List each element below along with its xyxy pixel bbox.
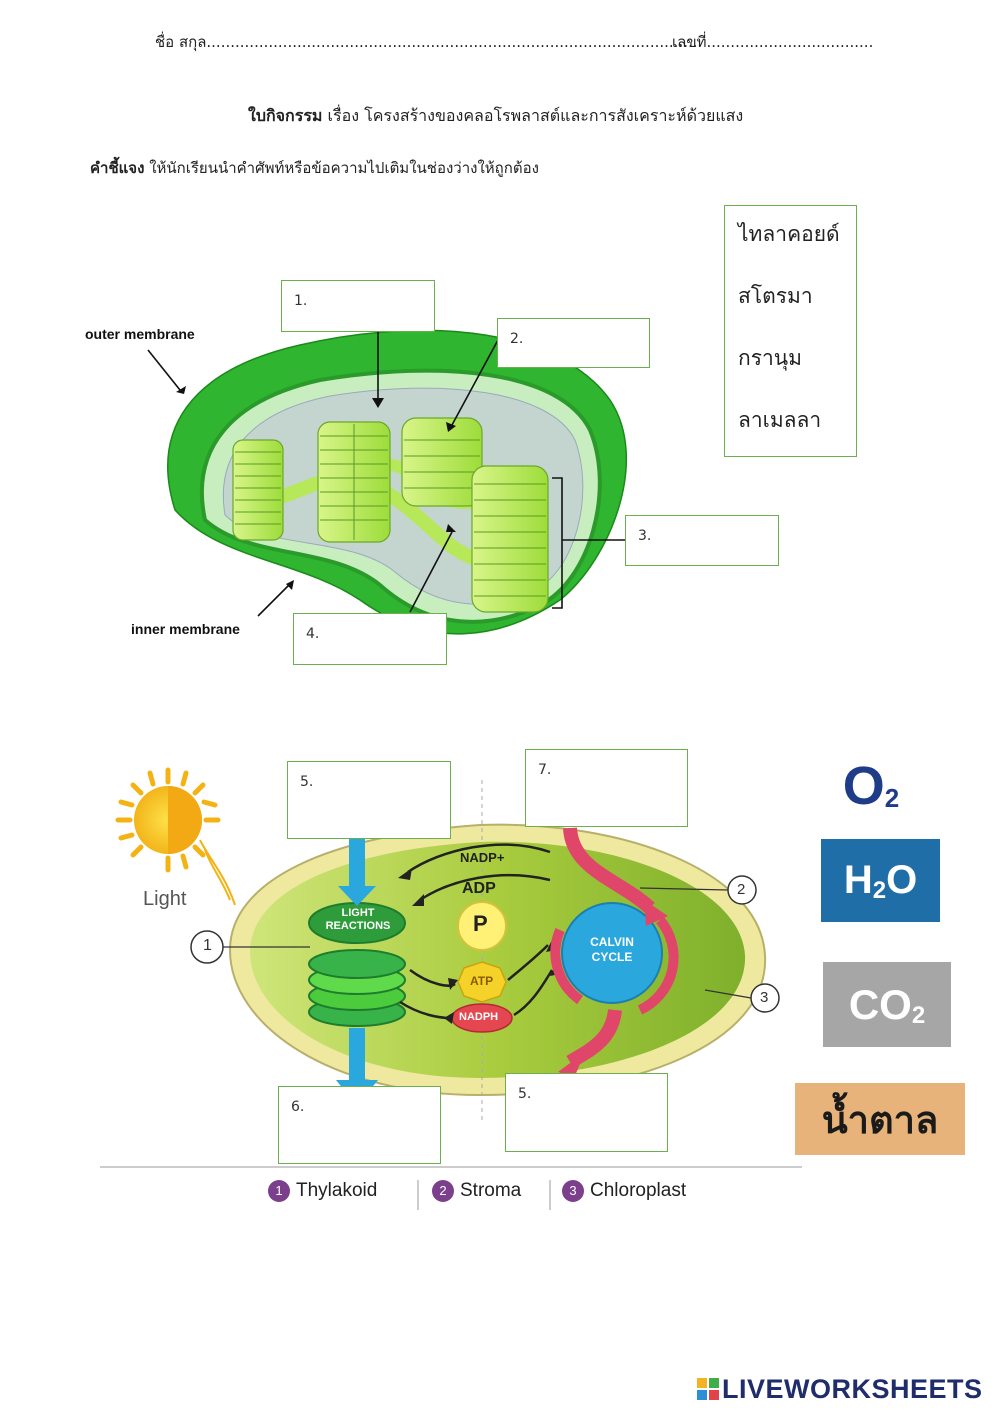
nadp-label: NADP+ xyxy=(460,850,505,865)
box-number: 5. xyxy=(518,1086,532,1102)
answer-box-3[interactable]: 3. xyxy=(625,515,779,566)
legend-chloroplast: 3 Chloroplast xyxy=(562,1180,686,1202)
granum-lines xyxy=(235,451,281,525)
calvin-cycle-label: CALVIN CYCLE xyxy=(574,935,650,965)
h2o-tail: O xyxy=(886,858,918,902)
light-reactions-line-1: LIGHT xyxy=(341,907,375,919)
calvin-cycle xyxy=(561,902,663,1004)
page-title: ใบกิจกรรม เรื่อง โครงสร้างของคลอโรพลาสต์… xyxy=(248,104,743,129)
answer-box-5-top[interactable]: 5. xyxy=(287,761,451,839)
co2-sub: 2 xyxy=(911,1001,926,1029)
legend-number: 3 xyxy=(562,1180,584,1202)
answer-box-1[interactable]: 1. xyxy=(281,280,435,332)
box-number: 5. xyxy=(300,774,314,790)
answer-box-5-bottom[interactable]: 5. xyxy=(505,1073,668,1152)
thylakoid-stack xyxy=(308,902,406,1027)
o2-main: O xyxy=(842,755,885,816)
h2o-main: H xyxy=(843,858,873,902)
sugar-label: น้ำตาล xyxy=(821,1099,939,1142)
box-number: 4. xyxy=(306,626,320,642)
word-thylakoid[interactable]: ไทลาคอยด์ xyxy=(738,222,840,246)
word-stroma[interactable]: สโตรมา xyxy=(738,284,813,308)
legend-label: Chloroplast xyxy=(590,1180,687,1202)
instruction-prefix: คำชี้แจง xyxy=(90,159,145,177)
nadph-label: NADPH xyxy=(459,1011,499,1023)
number-line: เลขที่..................................… xyxy=(672,33,874,51)
granum xyxy=(471,465,549,613)
red-arrow-out xyxy=(566,1008,622,1069)
word-bank: ไทลาคอยด์ สโตรมา กรานุม ลาเมลลา xyxy=(724,205,857,457)
h2o-sub: 2 xyxy=(872,876,887,904)
legend-number: 1 xyxy=(268,1180,290,1202)
liveworksheets-logo-icon xyxy=(697,1378,719,1400)
adp-label: ADP xyxy=(462,880,496,897)
granum-bracket xyxy=(552,477,626,609)
inner-membrane-label: inner membrane xyxy=(131,621,240,637)
granum xyxy=(401,417,483,507)
legend-stroma: 2 Stroma xyxy=(432,1180,521,1202)
title-prefix: ใบกิจกรรม xyxy=(248,106,323,125)
name-line: ชื่อ สกุล...............................… xyxy=(155,33,698,51)
calvin-line-1: CALVIN xyxy=(590,935,634,949)
callout-2: 2 xyxy=(737,881,746,898)
phosphate-circle xyxy=(457,901,507,951)
liveworksheets-brand: LIVEWORKSHEETS xyxy=(722,1374,983,1404)
calvin-line-2: CYCLE xyxy=(591,950,633,964)
answer-box-7[interactable]: 7. xyxy=(525,749,688,827)
legend-label: Stroma xyxy=(460,1180,522,1202)
atp-shape xyxy=(457,961,507,1003)
answer-box-2[interactable]: 2. xyxy=(497,318,650,368)
pointer-arrows xyxy=(147,332,499,617)
callout-circles xyxy=(190,875,780,1013)
photosynthesis-diagram xyxy=(100,767,802,1210)
chloroplast-structure-diagram xyxy=(147,329,627,635)
red-arrow-in xyxy=(563,827,655,914)
word-lamella[interactable]: ลาเมลลา xyxy=(738,408,822,432)
box-number: 3. xyxy=(638,528,652,544)
box-number: 7. xyxy=(538,762,552,778)
phosphate-label: P xyxy=(473,911,488,936)
outer-membrane-label: outer membrane xyxy=(85,326,195,342)
granum xyxy=(232,439,284,541)
light-reactions-label: LIGHT REACTIONS xyxy=(318,907,398,933)
light-reactions-line-2: REACTIONS xyxy=(325,920,391,932)
box-number: 1. xyxy=(294,293,308,309)
instruction-text: ให้นักเรียนนำคำศัพท์หรือข้อความไปเติมในช… xyxy=(144,159,539,177)
answer-box-4[interactable]: 4. xyxy=(293,613,447,665)
legend-number: 2 xyxy=(432,1180,454,1202)
atp-label: ATP xyxy=(470,974,494,988)
arrowheads xyxy=(176,386,456,590)
callout-3: 3 xyxy=(760,989,769,1006)
sugar-tile[interactable]: น้ำตาล xyxy=(795,1083,965,1155)
answer-box-6[interactable]: 6. xyxy=(278,1086,441,1164)
o2-sub: 2 xyxy=(884,783,900,813)
legend-label: Thylakoid xyxy=(296,1180,378,1202)
box-number: 6. xyxy=(291,1099,305,1115)
word-granum[interactable]: กรานุม xyxy=(738,346,802,370)
legend-thylakoid: 1 Thylakoid xyxy=(268,1180,377,1202)
box-number: 2. xyxy=(510,331,524,347)
title-text: เรื่อง โครงสร้างของคลอโรพลาสต์และการสังเ… xyxy=(322,106,744,125)
co2-main: CO xyxy=(848,980,912,1028)
sun-icon xyxy=(115,767,236,906)
light-label: Light xyxy=(143,888,187,910)
instruction: คำชี้แจง ให้นักเรียนนำคำศัพท์หรือข้อความ… xyxy=(90,156,539,180)
callout-1: 1 xyxy=(203,937,212,954)
